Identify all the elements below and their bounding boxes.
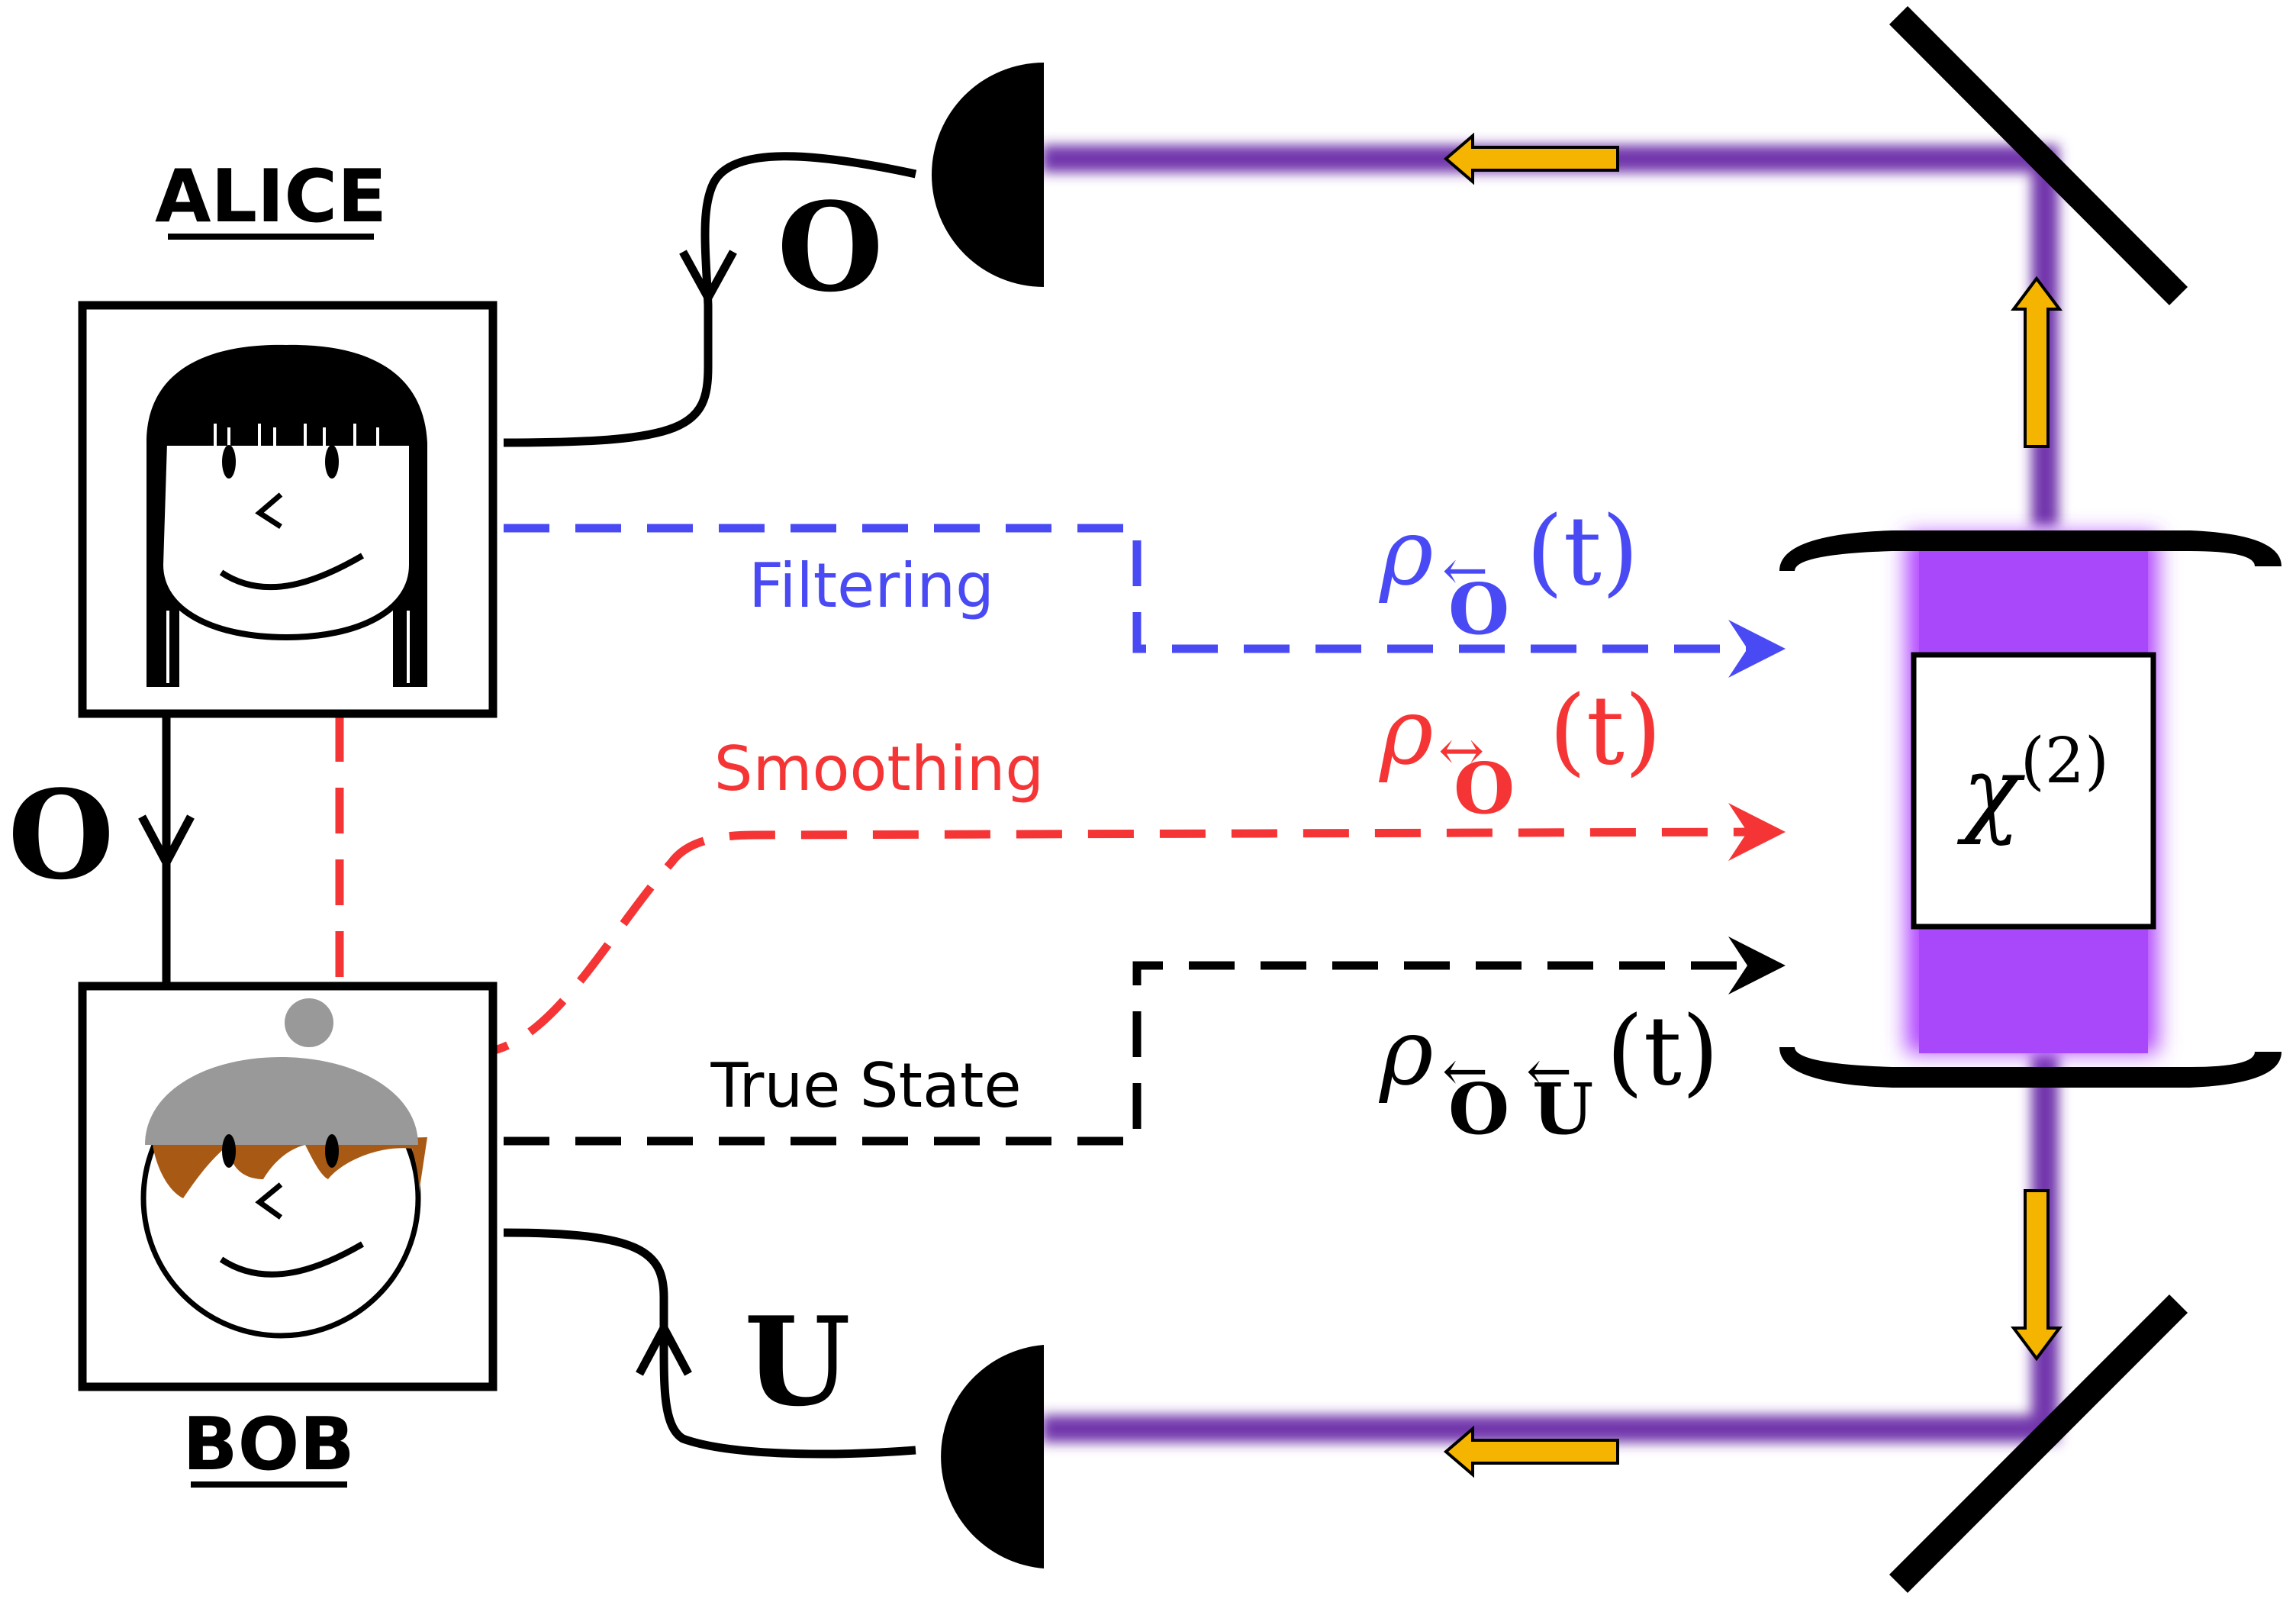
record-label-u-bottom: U xyxy=(744,1290,851,1433)
svg-text:←: ← xyxy=(1526,1039,1572,1103)
smoothing-label: Smoothing xyxy=(714,733,1044,804)
svg-text:ρ: ρ xyxy=(1378,1000,1434,1106)
crystal-box xyxy=(1911,652,2156,930)
beam-arrow-top xyxy=(1443,132,1619,185)
bob-face-icon xyxy=(140,998,427,1339)
mirror-top xyxy=(1889,5,2188,306)
svg-text:O: O xyxy=(1448,568,1509,650)
svg-text:←: ← xyxy=(1442,1039,1488,1103)
beam-arrow-down xyxy=(2011,1189,2063,1362)
record-arrow-o-top xyxy=(679,250,737,307)
crystal-label: χ(2) xyxy=(1956,725,2109,847)
true-state-label: True State xyxy=(710,1050,1021,1121)
cavity-mirror-bottom xyxy=(1779,1047,2282,1088)
svg-text:ρ: ρ xyxy=(1378,500,1434,606)
svg-text:U: U xyxy=(1532,1068,1593,1150)
svg-text:O: O xyxy=(1448,1068,1509,1150)
true-state-arrowhead xyxy=(1728,937,1786,995)
filtering-label: Filtering xyxy=(749,550,994,621)
bob-name: BOB xyxy=(182,1403,355,1487)
cavity-mirror-top xyxy=(1779,530,2282,571)
beam-arrow-up xyxy=(2011,276,2063,448)
filtering-state-formula: ρ ← O (t) xyxy=(1378,496,1639,650)
alice-face-icon xyxy=(147,344,427,687)
svg-text:ρ: ρ xyxy=(1378,679,1434,785)
record-arrow-u-bottom xyxy=(636,1319,692,1376)
svg-text:(t): (t) xyxy=(1526,496,1639,607)
true-state-path xyxy=(504,961,1755,1146)
detector-top xyxy=(932,63,1044,287)
record-wire-o-top xyxy=(503,152,917,447)
mirror-bottom xyxy=(1889,1294,2188,1594)
filtering-arrowhead xyxy=(1728,620,1786,678)
filtering-path xyxy=(504,524,1755,653)
smoothing-state-formula: ρ ↔ O (t) xyxy=(1378,675,1662,830)
smoothing-path xyxy=(335,716,1756,1059)
laser-beam-path xyxy=(1042,145,2059,1443)
svg-text:←: ← xyxy=(1442,538,1488,602)
alice-name: ALICE xyxy=(155,155,387,239)
beam-arrow-bottom xyxy=(1443,1425,1619,1478)
svg-text:↔: ↔ xyxy=(1438,718,1484,782)
record-arrow-o-left xyxy=(138,814,195,872)
detector-bottom xyxy=(941,1345,1044,1568)
true-state-formula: ρ ← O ← U (t) xyxy=(1378,996,1719,1150)
svg-text:(t): (t) xyxy=(1606,996,1719,1107)
record-label-o-top: O xyxy=(777,176,883,319)
record-wire-u-bottom xyxy=(503,1228,916,1459)
smoothing-arrowhead xyxy=(1728,803,1786,861)
svg-text:(t): (t) xyxy=(1549,675,1662,786)
svg-text:O: O xyxy=(1454,747,1515,830)
record-label-o-left: O xyxy=(8,763,114,907)
